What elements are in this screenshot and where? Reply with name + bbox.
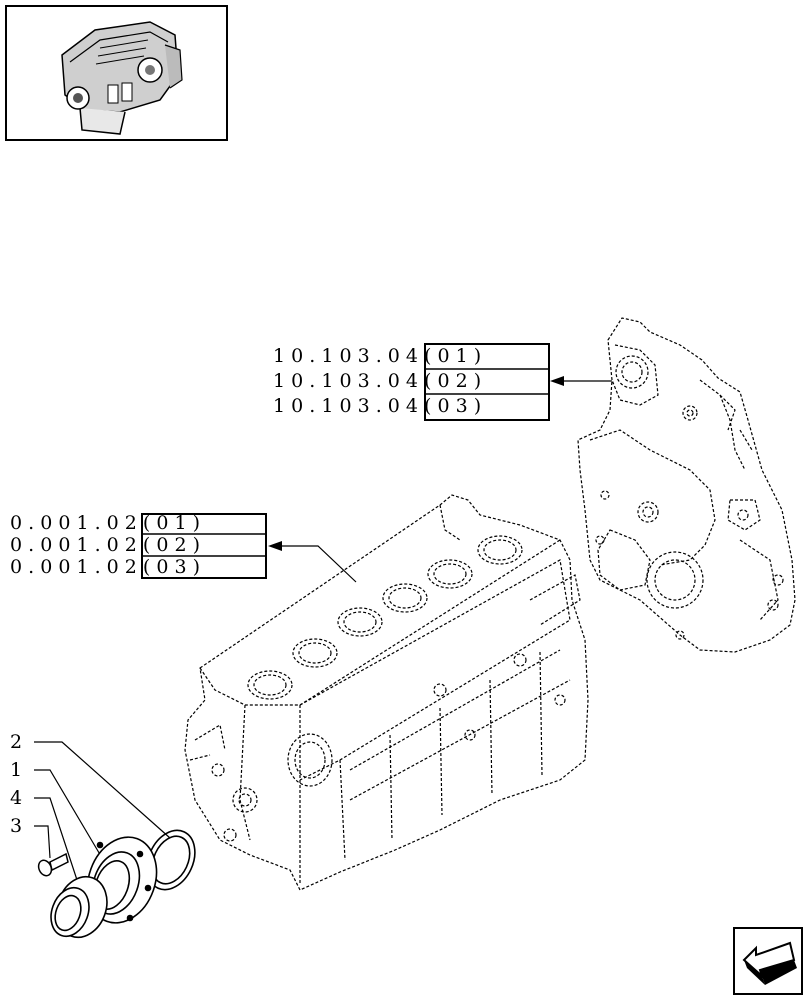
leader-arrow-top — [550, 376, 612, 386]
timing-cover-outline — [577, 317, 796, 653]
engine-block-outline — [184, 494, 589, 891]
callout-number[interactable]: 3 — [10, 815, 22, 837]
part-bolt[interactable] — [36, 852, 69, 878]
reference-link[interactable]: 1 0 . 1 0 3 . 0 4 ( 0 3 ) — [273, 395, 481, 417]
reference-link[interactable]: 0 . 0 0 1 . 0 2 ( 0 1 ) — [10, 512, 200, 534]
navigation-arrow-icon[interactable] — [733, 927, 803, 995]
callout-leaders — [34, 741, 171, 884]
reference-link[interactable]: 0 . 0 0 1 . 0 2 ( 0 2 ) — [10, 534, 200, 556]
reference-link[interactable]: 1 0 . 1 0 3 . 0 4 ( 0 1 ) — [273, 345, 481, 367]
reference-table-timing-cover: 1 0 . 1 0 3 . 0 4 ( 0 1 ) 1 0 . 1 0 3 . … — [273, 343, 550, 421]
leader-arrow-mid — [268, 541, 357, 583]
reference-link[interactable]: 1 0 . 1 0 3 . 0 4 ( 0 2 ) — [273, 370, 481, 392]
reference-table-engine-block: 0 . 0 0 1 . 0 2 ( 0 1 ) 0 . 0 0 1 . 0 2 … — [10, 512, 267, 579]
part-shaft-seal[interactable] — [45, 870, 116, 945]
callout-number[interactable]: 1 — [10, 759, 22, 781]
engine-thumbnail-icon[interactable] — [5, 5, 228, 141]
reference-link[interactable]: 0 . 0 0 1 . 0 2 ( 0 3 ) — [10, 556, 200, 578]
callout-number[interactable]: 4 — [10, 787, 22, 809]
callout-number[interactable]: 2 — [10, 731, 22, 753]
